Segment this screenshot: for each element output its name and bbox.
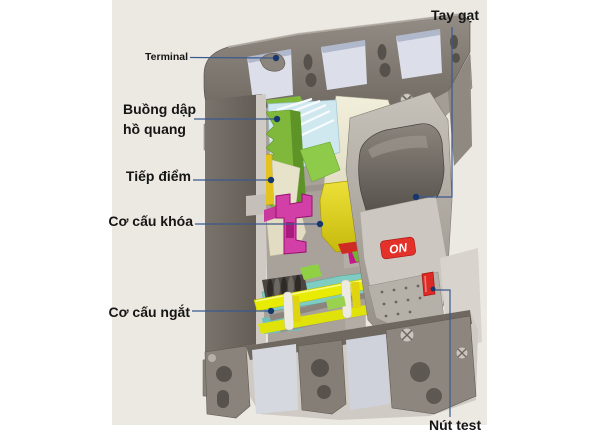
leader-lines bbox=[189, 27, 453, 417]
on-indicator-text: ON bbox=[388, 240, 408, 256]
pole-divider-vents bbox=[303, 35, 460, 87]
label-tripping-mechanism: Cơ cấu ngắt bbox=[108, 304, 190, 320]
label-locking-mechanism: Cơ cấu khóa bbox=[108, 213, 193, 229]
leader-handle bbox=[418, 27, 453, 198]
foot-middle bbox=[297, 339, 347, 415]
leader-terminal bbox=[189, 56, 277, 59]
pole-opening-3 bbox=[396, 29, 442, 79]
label-arc-chute-line1: Buồng dập bbox=[123, 101, 197, 117]
label-arc-chute-line2: hồ quang bbox=[123, 121, 186, 137]
test-button bbox=[421, 271, 436, 297]
pole-opening-1 bbox=[247, 49, 293, 101]
case-right-corner bbox=[448, 54, 472, 166]
foot-left bbox=[204, 345, 251, 419]
case-top bbox=[203, 13, 473, 166]
on-indicator: ON bbox=[380, 236, 416, 260]
foot-right bbox=[385, 315, 477, 415]
handle-assembly: ON bbox=[345, 91, 482, 352]
label-terminal: Terminal bbox=[145, 51, 188, 63]
label-test-button: Nút test bbox=[429, 417, 482, 433]
label-contact: Tiếp điểm bbox=[125, 168, 191, 184]
base-and-feet bbox=[204, 310, 478, 420]
label-handle: Tay gạt bbox=[431, 7, 479, 23]
leader-test-button bbox=[434, 289, 451, 417]
pole-opening-2 bbox=[321, 40, 367, 90]
label-arc-chute: Buồng dập hồ quang bbox=[123, 99, 196, 139]
leader-dots bbox=[267, 54, 436, 315]
